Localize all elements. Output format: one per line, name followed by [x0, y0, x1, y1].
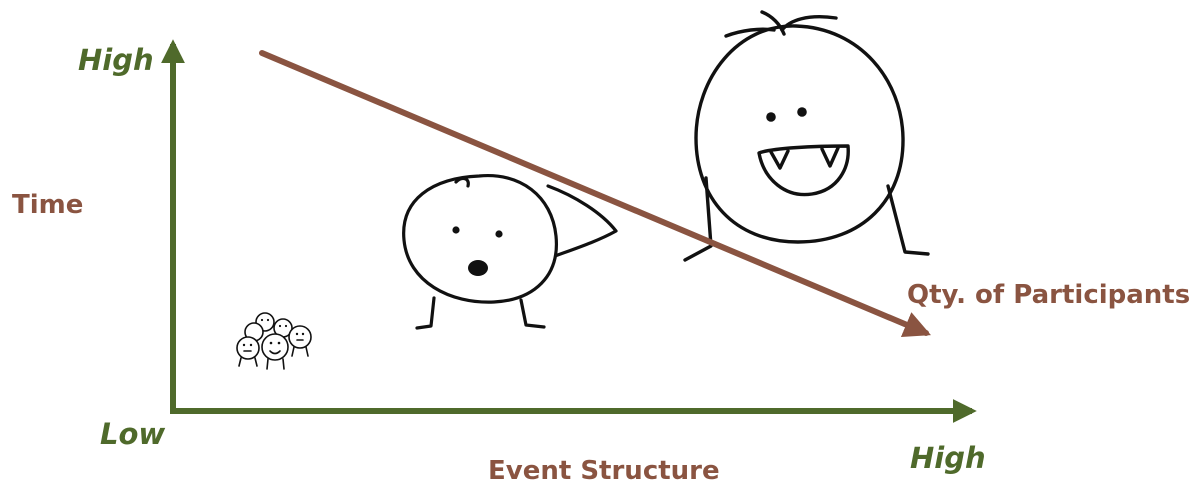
- large-grinning-monster-figure: [683, 10, 930, 262]
- y-axis-high-label: High: [78, 43, 154, 77]
- x-axis-high-label: High: [910, 441, 986, 475]
- medium-surprised-figure: [402, 173, 618, 330]
- participants-trend-arrow: [259, 50, 931, 338]
- participants-label: Qty. of Participants: [907, 280, 1191, 310]
- event-structure-label: Event Structure: [488, 456, 720, 486]
- crowd-of-small-figures: [236, 312, 312, 370]
- time-label: Time: [12, 190, 84, 220]
- y-axis-low-label: Low: [100, 417, 166, 451]
